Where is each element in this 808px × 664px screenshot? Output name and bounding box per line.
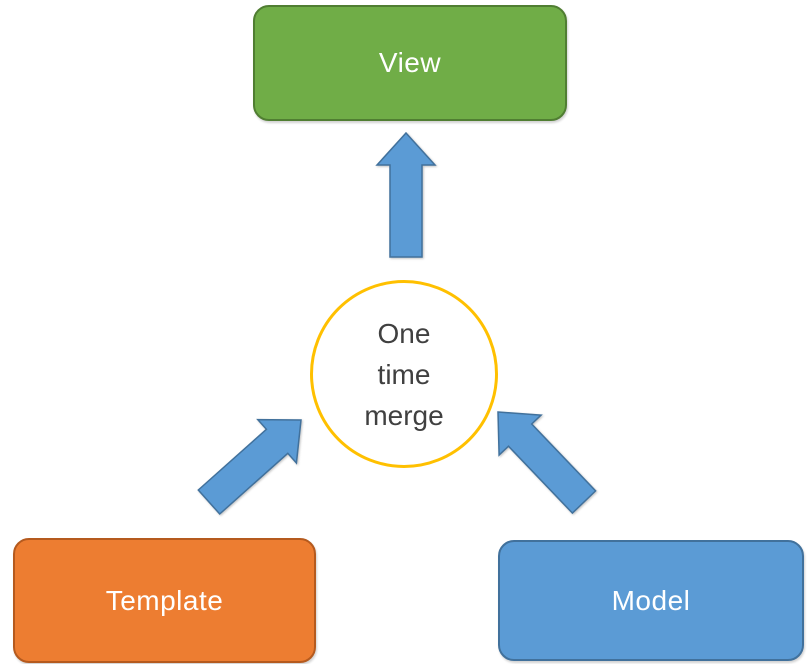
merge-label-line-2: time	[377, 358, 431, 390]
merge-label-line-3: merge	[364, 399, 444, 431]
node-model: Model	[498, 540, 804, 661]
arrow-merge-to-view	[375, 131, 437, 258]
node-template: Template	[13, 538, 316, 663]
node-model-label: Model	[611, 584, 691, 616]
arrow-model-to-merge	[497, 411, 597, 515]
node-template-label: Template	[105, 584, 224, 616]
arrow-template-to-merge	[197, 418, 302, 516]
node-view-label: View	[378, 47, 442, 78]
node-view: View	[253, 5, 567, 121]
merge-label-line-1: One	[377, 317, 431, 349]
node-merge-circle: One time merge	[310, 280, 498, 468]
